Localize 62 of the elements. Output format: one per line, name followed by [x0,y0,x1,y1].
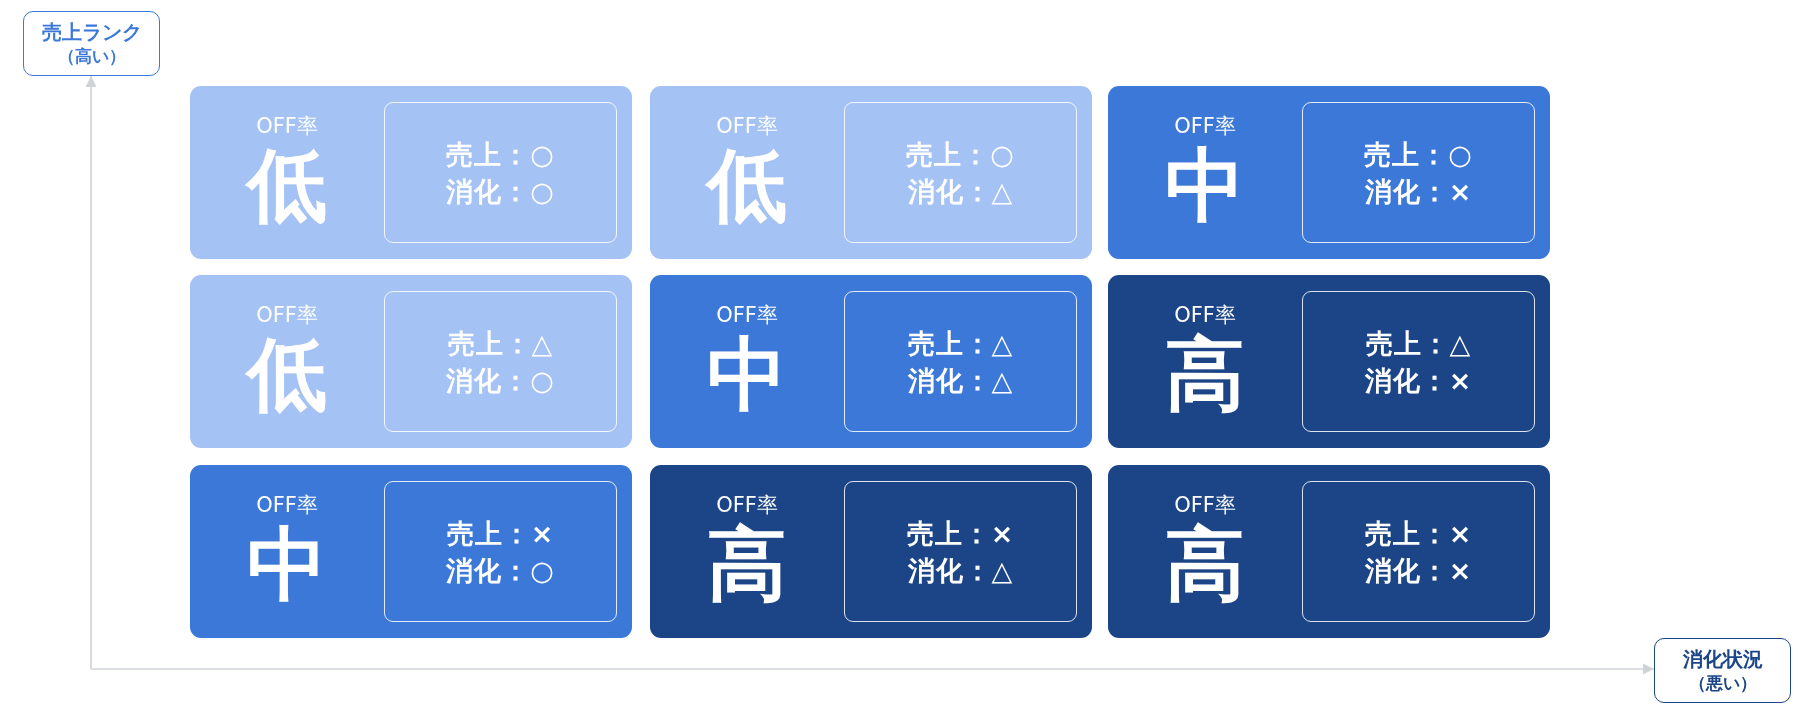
axis-label-box [1654,638,1791,703]
rating-card [650,275,1092,448]
rate-label: OFF率 [255,302,319,328]
horizontal-axis-arrow [90,663,1655,675]
status-text: 売上：○ [906,137,1015,172]
rate-label: OFF率 [255,492,319,518]
rate-label: OFF率 [715,113,779,139]
status-text: 売上：○ [1364,137,1473,172]
status-text: 消化：○ [446,553,555,588]
rating-card [1108,86,1550,259]
rating-card [650,86,1092,259]
status-text: 消化：× [1364,174,1473,209]
status-box [1302,102,1535,243]
rate-level: 低 [244,333,328,417]
rate-level: 低 [244,144,328,228]
rate-label: OFF率 [1173,302,1237,328]
status-box [844,102,1077,243]
rate-level: 中 [706,333,788,417]
rate-label: OFF率 [715,492,779,518]
vertical-axis-arrow [85,75,97,670]
status-box [844,481,1077,622]
rate-level: 中 [1164,144,1246,228]
status-box [384,102,617,243]
axis-title: 消化状況 [1682,647,1763,672]
status-text: 消化：△ [907,174,1014,209]
status-text: 消化：○ [446,174,555,209]
rate-label: OFF率 [255,113,319,139]
status-text: 売上：× [1364,516,1473,551]
rating-card [190,275,632,448]
axis-title: 売上ランク [41,20,142,45]
rating-card [650,465,1092,638]
rating-card [190,86,632,259]
status-box [384,291,617,432]
rating-card [1108,275,1550,448]
status-text: 消化：○ [446,363,555,398]
rate-label: OFF率 [1173,113,1237,139]
rating-card [190,465,632,638]
status-text: 消化：× [1364,363,1473,398]
status-box [1302,481,1535,622]
status-text: 売上：△ [907,326,1014,361]
rate-label: OFF率 [715,302,779,328]
rating-card [1108,465,1550,638]
status-text: 売上：× [906,516,1015,551]
rate-level: 高 [706,523,788,607]
status-text: 売上：○ [446,137,555,172]
rate-label: OFF率 [1173,492,1237,518]
axis-label-box [23,11,160,76]
status-box [1302,291,1535,432]
rate-level: 低 [704,144,788,228]
axis-note: （高い） [57,45,126,67]
status-box [844,291,1077,432]
rate-level: 高 [1164,333,1246,417]
status-text: 売上：× [446,516,555,551]
status-text: 消化：× [1364,553,1473,588]
axis-note: （悪い） [1688,672,1757,694]
rate-level: 中 [246,523,328,607]
status-text: 消化：△ [907,363,1014,398]
status-text: 売上：△ [1365,326,1472,361]
status-box [384,481,617,622]
rate-level: 高 [1164,523,1246,607]
status-text: 売上：△ [447,326,554,361]
status-text: 消化：△ [907,553,1014,588]
